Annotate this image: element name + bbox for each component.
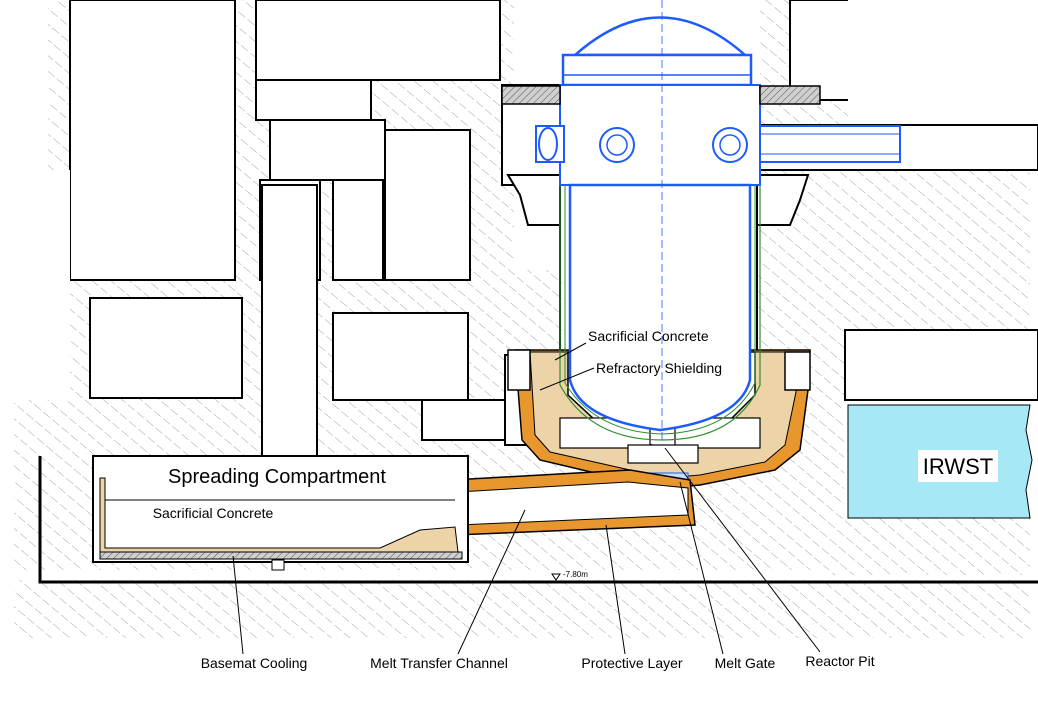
melt-gate-label: Melt Gate: [715, 655, 776, 671]
bottom-labels: Basemat Cooling Melt Transfer Channel Pr…: [201, 653, 875, 671]
support-ledge-left: [501, 85, 561, 105]
melt-transfer-channel-label: Melt Transfer Channel: [370, 655, 508, 671]
elevation-marker: -7.80m: [551, 570, 588, 581]
leader-lines: [232, 447, 821, 655]
reactor-pressure-vessel: [535, 0, 901, 441]
refractory-shielding-label: Refractory Shielding: [596, 360, 722, 376]
support-ledge-right: [759, 85, 821, 105]
irwst-pool: IRWST: [847, 404, 1033, 519]
elevation-label: -7.80m: [563, 570, 588, 579]
protective-layer-label: Protective Layer: [581, 655, 682, 671]
basemat-cooling-label: Basemat Cooling: [201, 655, 308, 671]
spreading-compartment: Spreading Compartment Sacrificial Concre…: [92, 455, 469, 571]
upper-labels: Sacrificial Concrete Refractory Shieldin…: [539, 328, 722, 391]
sacrificial-concrete-lower-label: Sacrificial Concrete: [153, 505, 274, 521]
spreading-compartment-label: Spreading Compartment: [168, 466, 386, 488]
sacrificial-concrete-upper-label: Sacrificial Concrete: [588, 328, 709, 344]
melt-transfer-channel: [451, 469, 696, 536]
reactor-pit-label: Reactor Pit: [805, 653, 874, 669]
irwst-label: IRWST: [923, 454, 993, 479]
